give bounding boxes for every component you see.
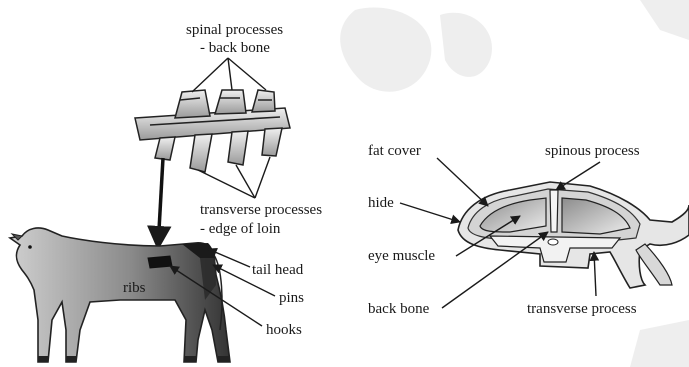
label-eye-muscle: eye muscle [368, 248, 435, 264]
label-fat-cover: fat cover [368, 143, 421, 159]
label-ribs: ribs [123, 280, 146, 296]
vertebrae-illustration [135, 90, 290, 172]
label-edge-of-loin: - edge of loin [200, 221, 281, 237]
label-spinous-process: spinous process [545, 143, 640, 159]
label-hooks: hooks [266, 322, 302, 338]
vertebrae-to-cow-arrow [158, 158, 163, 248]
label-back-bone: back bone [368, 301, 430, 317]
cow-illustration [10, 228, 230, 362]
label-hide: hide [368, 195, 394, 211]
label-tail-head: tail head [252, 262, 304, 278]
spinal-pointer-lines [192, 58, 266, 92]
label-spinal-processes: spinal processes [186, 22, 283, 38]
label-pins: pins [279, 290, 304, 306]
label-back-bone-top: - back bone [200, 40, 270, 56]
label-transverse-process: transverse process [527, 301, 637, 317]
label-transverse-processes: transverse processes [200, 202, 322, 218]
